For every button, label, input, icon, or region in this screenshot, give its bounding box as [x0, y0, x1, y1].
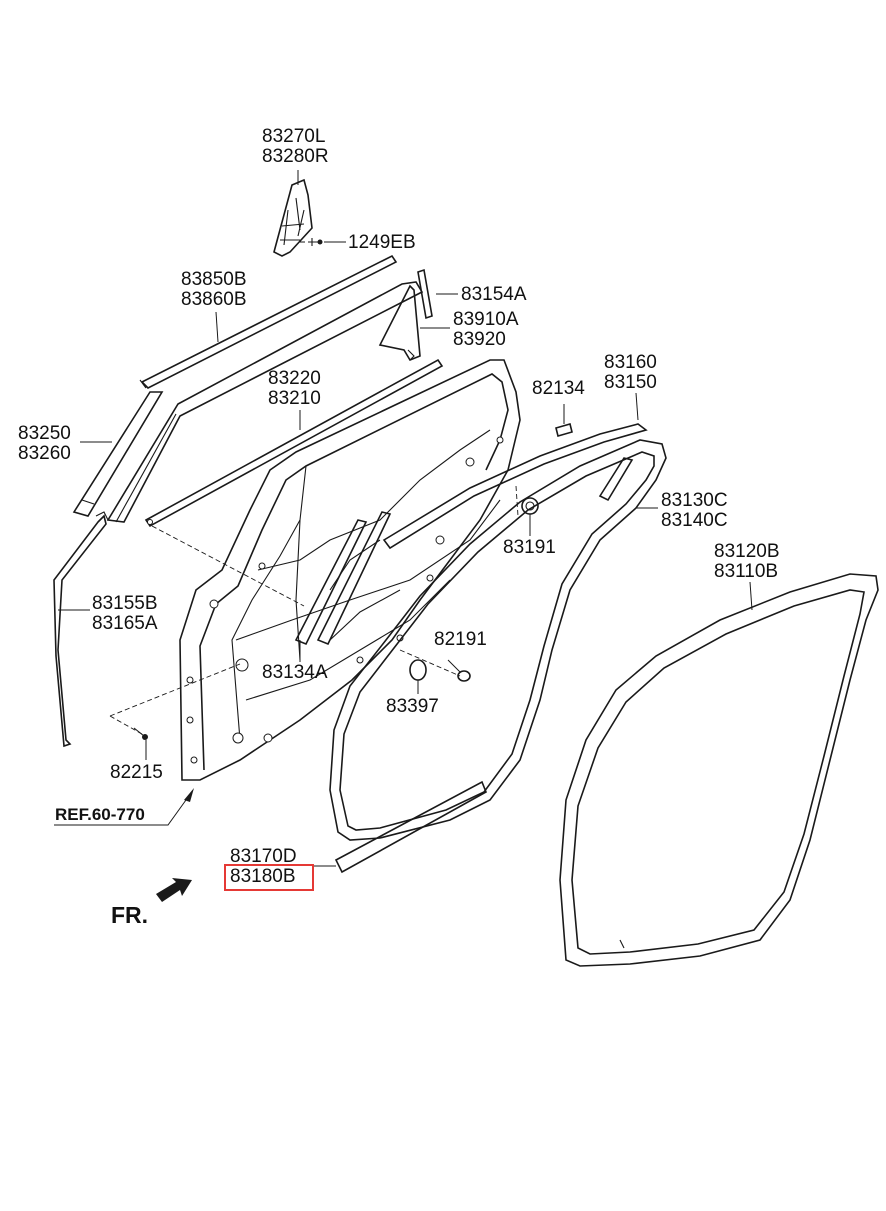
upper-seal-part[interactable] [382, 423, 648, 550]
part-number: 83920 [453, 329, 506, 350]
ref-arrow-icon [184, 788, 194, 802]
label-83397[interactable]: 83397 [386, 697, 439, 717]
clip-82191-part[interactable] [457, 670, 471, 682]
run-strip-part[interactable] [53, 511, 109, 748]
body-weatherstrip-part[interactable] [559, 573, 879, 967]
part-number: 83260 [18, 443, 71, 464]
quarter-garnish-part[interactable] [378, 284, 421, 361]
label-82134[interactable]: 82134 [532, 379, 585, 399]
belt-weatherstrip-part[interactable] [144, 358, 444, 528]
part-number: 83150 [604, 372, 657, 393]
part-number: 83170D [230, 846, 297, 867]
label-83191[interactable]: 83191 [503, 538, 556, 558]
part-number: 83154A [461, 284, 527, 305]
leader-lines [54, 170, 753, 867]
window-channel-part[interactable] [72, 281, 424, 523]
channel-83134a-part[interactable] [294, 511, 392, 646]
part-number: 83397 [386, 696, 439, 717]
label-83155b[interactable]: 83155B 83165A [92, 594, 158, 634]
part-number: 83130C [661, 490, 728, 511]
part-number: 82215 [110, 762, 163, 783]
part-number-highlighted: 83180B [230, 866, 296, 887]
label-82191[interactable]: 82191 [434, 630, 487, 650]
part-number: 82191 [434, 629, 487, 650]
label-1249eb[interactable]: 1249EB [348, 233, 416, 253]
sill-strip-83180b-part[interactable] [334, 780, 488, 874]
label-83220[interactable]: 83220 83210 [268, 369, 321, 409]
label-82215[interactable]: 82215 [110, 763, 163, 783]
part-number: 83110B [714, 561, 779, 582]
part-number: 83210 [268, 388, 321, 409]
reference-lines [109, 241, 519, 735]
part-number: 83140C [661, 510, 728, 531]
part-number: 83220 [268, 368, 321, 389]
part-number: 83860B [181, 289, 247, 310]
part-number: 83850B [181, 269, 247, 290]
screw-1249eb[interactable] [310, 238, 323, 246]
part-number: 83160 [604, 352, 657, 373]
door-inner-panel[interactable] [179, 359, 521, 781]
strip-83154a-part[interactable] [417, 268, 433, 320]
part-number: 83270L [262, 126, 326, 147]
front-direction-label: FR. [111, 902, 149, 928]
label-83910a[interactable]: 83910A 83920 [453, 310, 519, 350]
label-83850b[interactable]: 83850B 83860B [181, 270, 247, 310]
label-83160[interactable]: 83160 83150 [604, 353, 657, 393]
delta-bracket-part[interactable] [273, 178, 313, 257]
label-83270l[interactable]: 83270L 83280R [262, 127, 329, 167]
ref-label[interactable]: REF.60-770 [55, 805, 145, 824]
plug-83397-part[interactable] [409, 659, 427, 681]
part-number: 1249EB [348, 232, 416, 253]
part-number: 83134A [262, 662, 328, 683]
label-83130c[interactable]: 83130C 83140C [661, 491, 728, 531]
label-83120b[interactable]: 83120B 83110B [714, 542, 780, 582]
part-number: 82134 [532, 378, 585, 399]
part-number: 83120B [714, 541, 780, 562]
roof-moulding-part[interactable] [139, 254, 398, 389]
label-83170d[interactable]: 83170D 83180B [230, 847, 297, 887]
part-number: 83191 [503, 537, 556, 558]
part-number: 83165A [92, 613, 158, 634]
part-number: 83155B [92, 593, 158, 614]
label-83134a[interactable]: 83134A [262, 663, 328, 683]
part-number: 83250 [18, 423, 71, 444]
screw-82215-part[interactable] [133, 727, 148, 740]
label-83250[interactable]: 83250 83260 [18, 424, 71, 464]
clip-82134-part[interactable] [555, 423, 573, 437]
front-direction-arrow-icon [156, 878, 192, 902]
part-number: 83910A [453, 309, 519, 330]
part-number: 83280R [262, 146, 329, 167]
door-weatherstrip-part[interactable] [329, 439, 667, 841]
label-83154a[interactable]: 83154A [461, 285, 527, 305]
